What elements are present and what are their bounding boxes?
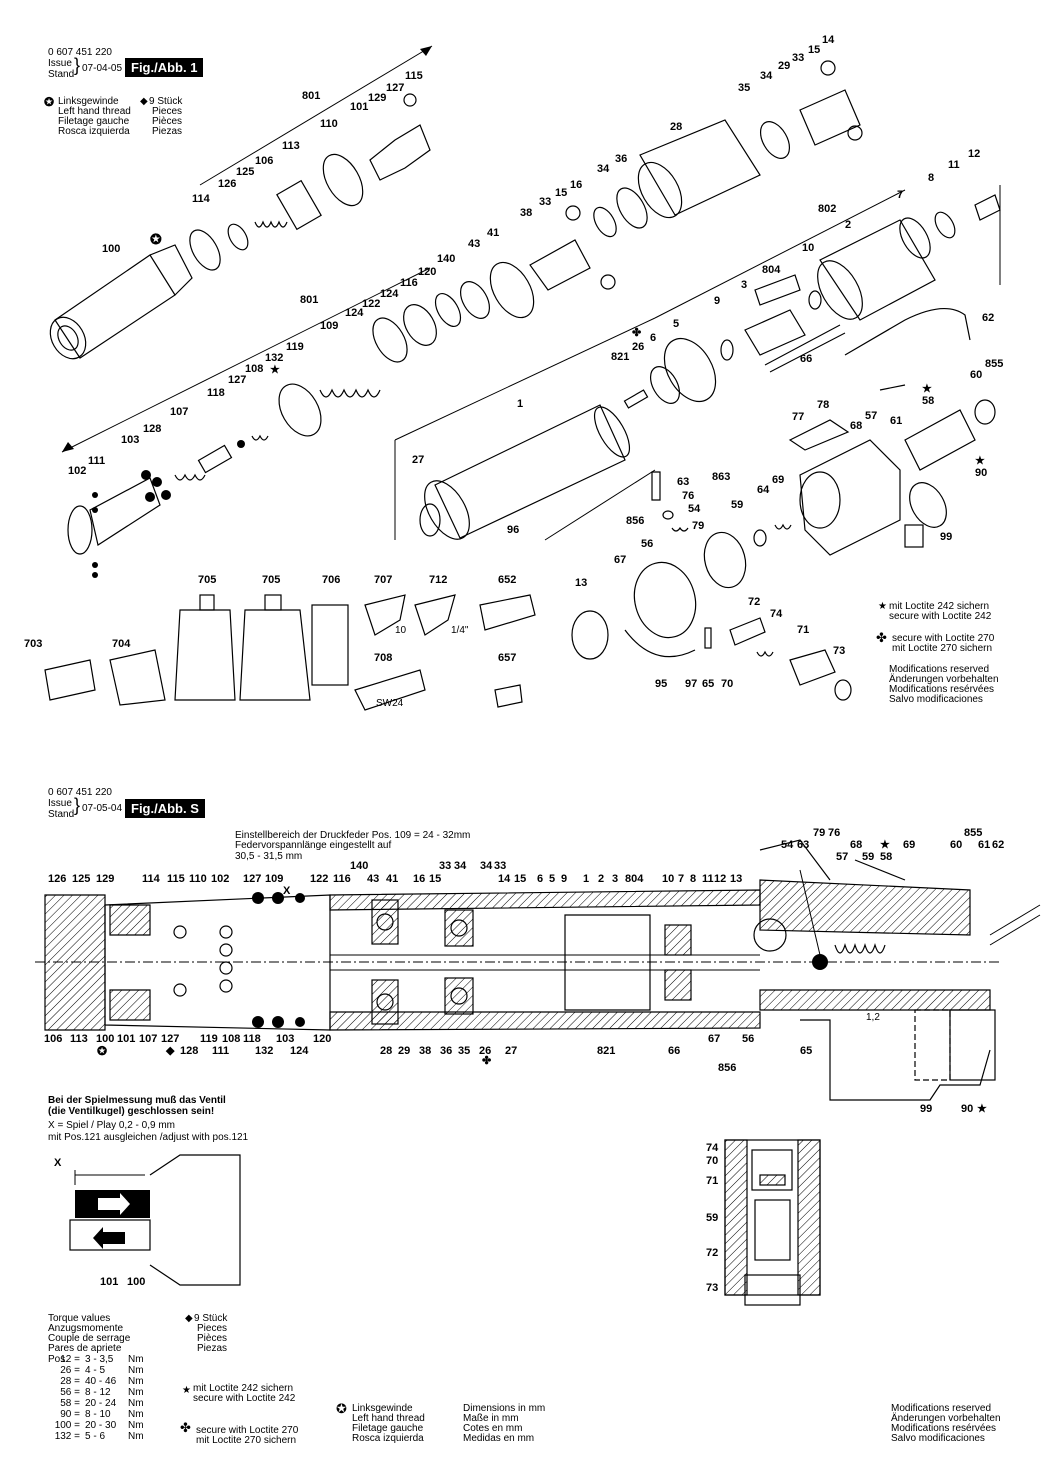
- star-icon: ★: [880, 839, 890, 851]
- torque-unit: Nm: [128, 1431, 144, 1442]
- torque-pos: 56 =: [60, 1387, 80, 1398]
- star-icon: ★: [182, 1385, 191, 1396]
- issue-label-2: Issue: [48, 798, 72, 809]
- torque-pos: 58 =: [60, 1398, 80, 1409]
- diamond-icon: ◆: [166, 1045, 175, 1057]
- section-housing: [44, 839, 1041, 1101]
- torque-range: 8 - 12: [85, 1387, 111, 1398]
- clover-icon: ✤: [632, 327, 642, 339]
- torque-unit: Nm: [128, 1398, 144, 1409]
- torque-range: 5 - 6: [85, 1431, 106, 1442]
- lh-symbol-icon: ✪: [44, 95, 55, 109]
- date-2: 07-05-04: [82, 803, 123, 814]
- dimensions-note: Dimensions in mm: [463, 1403, 546, 1414]
- stand-label-1: Stand: [48, 69, 75, 80]
- clover-icon: ✤: [180, 1420, 191, 1435]
- star-icon: ★: [977, 1103, 987, 1115]
- torque-pos: 90 =: [60, 1409, 80, 1420]
- torque-pos: 28 =: [60, 1376, 80, 1387]
- torque-unit: Nm: [128, 1365, 144, 1376]
- torque-range: 8 - 10: [85, 1409, 111, 1420]
- torque-range: 20 - 30: [85, 1420, 117, 1431]
- diamond-icon: ◆: [185, 1313, 193, 1324]
- star-icon: ★: [975, 455, 985, 467]
- lh-symbol-icon: ✪: [336, 1401, 347, 1416]
- lh-symbol-icon: ✪: [150, 231, 162, 247]
- torque-range: 40 - 46: [85, 1376, 117, 1387]
- torque-unit: Nm: [128, 1420, 144, 1431]
- torque-unit: Nm: [128, 1409, 144, 1420]
- stand-label-2: Stand: [48, 809, 75, 820]
- torque-pos: 100 =: [54, 1420, 80, 1431]
- torque-range: 4 - 5: [85, 1365, 106, 1376]
- doc-number-1: 0 607 451 220: [48, 47, 112, 58]
- torque-pos: 132 =: [54, 1431, 80, 1442]
- clover-icon: ✤: [482, 1055, 492, 1067]
- axis-line-top: [199, 45, 433, 186]
- torque-range: 20 - 24: [85, 1398, 117, 1409]
- fig-title-2: Fig./Abb. S: [125, 799, 205, 818]
- torque-unit: Nm: [128, 1387, 144, 1398]
- modifications-note: Modifications reserved: [891, 1403, 992, 1414]
- spring-note: Einstellbereich der Druckfeder Pos. 109 …: [235, 830, 471, 841]
- fig-title-1: Fig./Abb. 1: [125, 58, 204, 77]
- issue-label-1: Issue: [48, 58, 72, 69]
- doc-number-2: 0 607 451 220: [48, 787, 112, 798]
- date-1: 07-04-05: [82, 63, 123, 74]
- play-note: Bei der Spielmessung muß das Ventil: [48, 1095, 226, 1106]
- torque-unit: Nm: [128, 1354, 144, 1365]
- star-icon: ★: [270, 364, 280, 376]
- clover-icon: ✤: [876, 630, 887, 645]
- diamond-icon: ◆: [140, 96, 148, 107]
- torque-unit: Nm: [128, 1376, 144, 1387]
- torque-pos: 12 =: [60, 1354, 80, 1365]
- handle-100-drawing: [49, 244, 193, 360]
- star-icon: ★: [878, 601, 887, 612]
- star-icon: ★: [922, 383, 932, 395]
- torque-pos: 26 =: [60, 1365, 80, 1376]
- lh-symbol-icon: ✪: [97, 1044, 108, 1058]
- torque-range: 3 - 3,5: [85, 1354, 114, 1365]
